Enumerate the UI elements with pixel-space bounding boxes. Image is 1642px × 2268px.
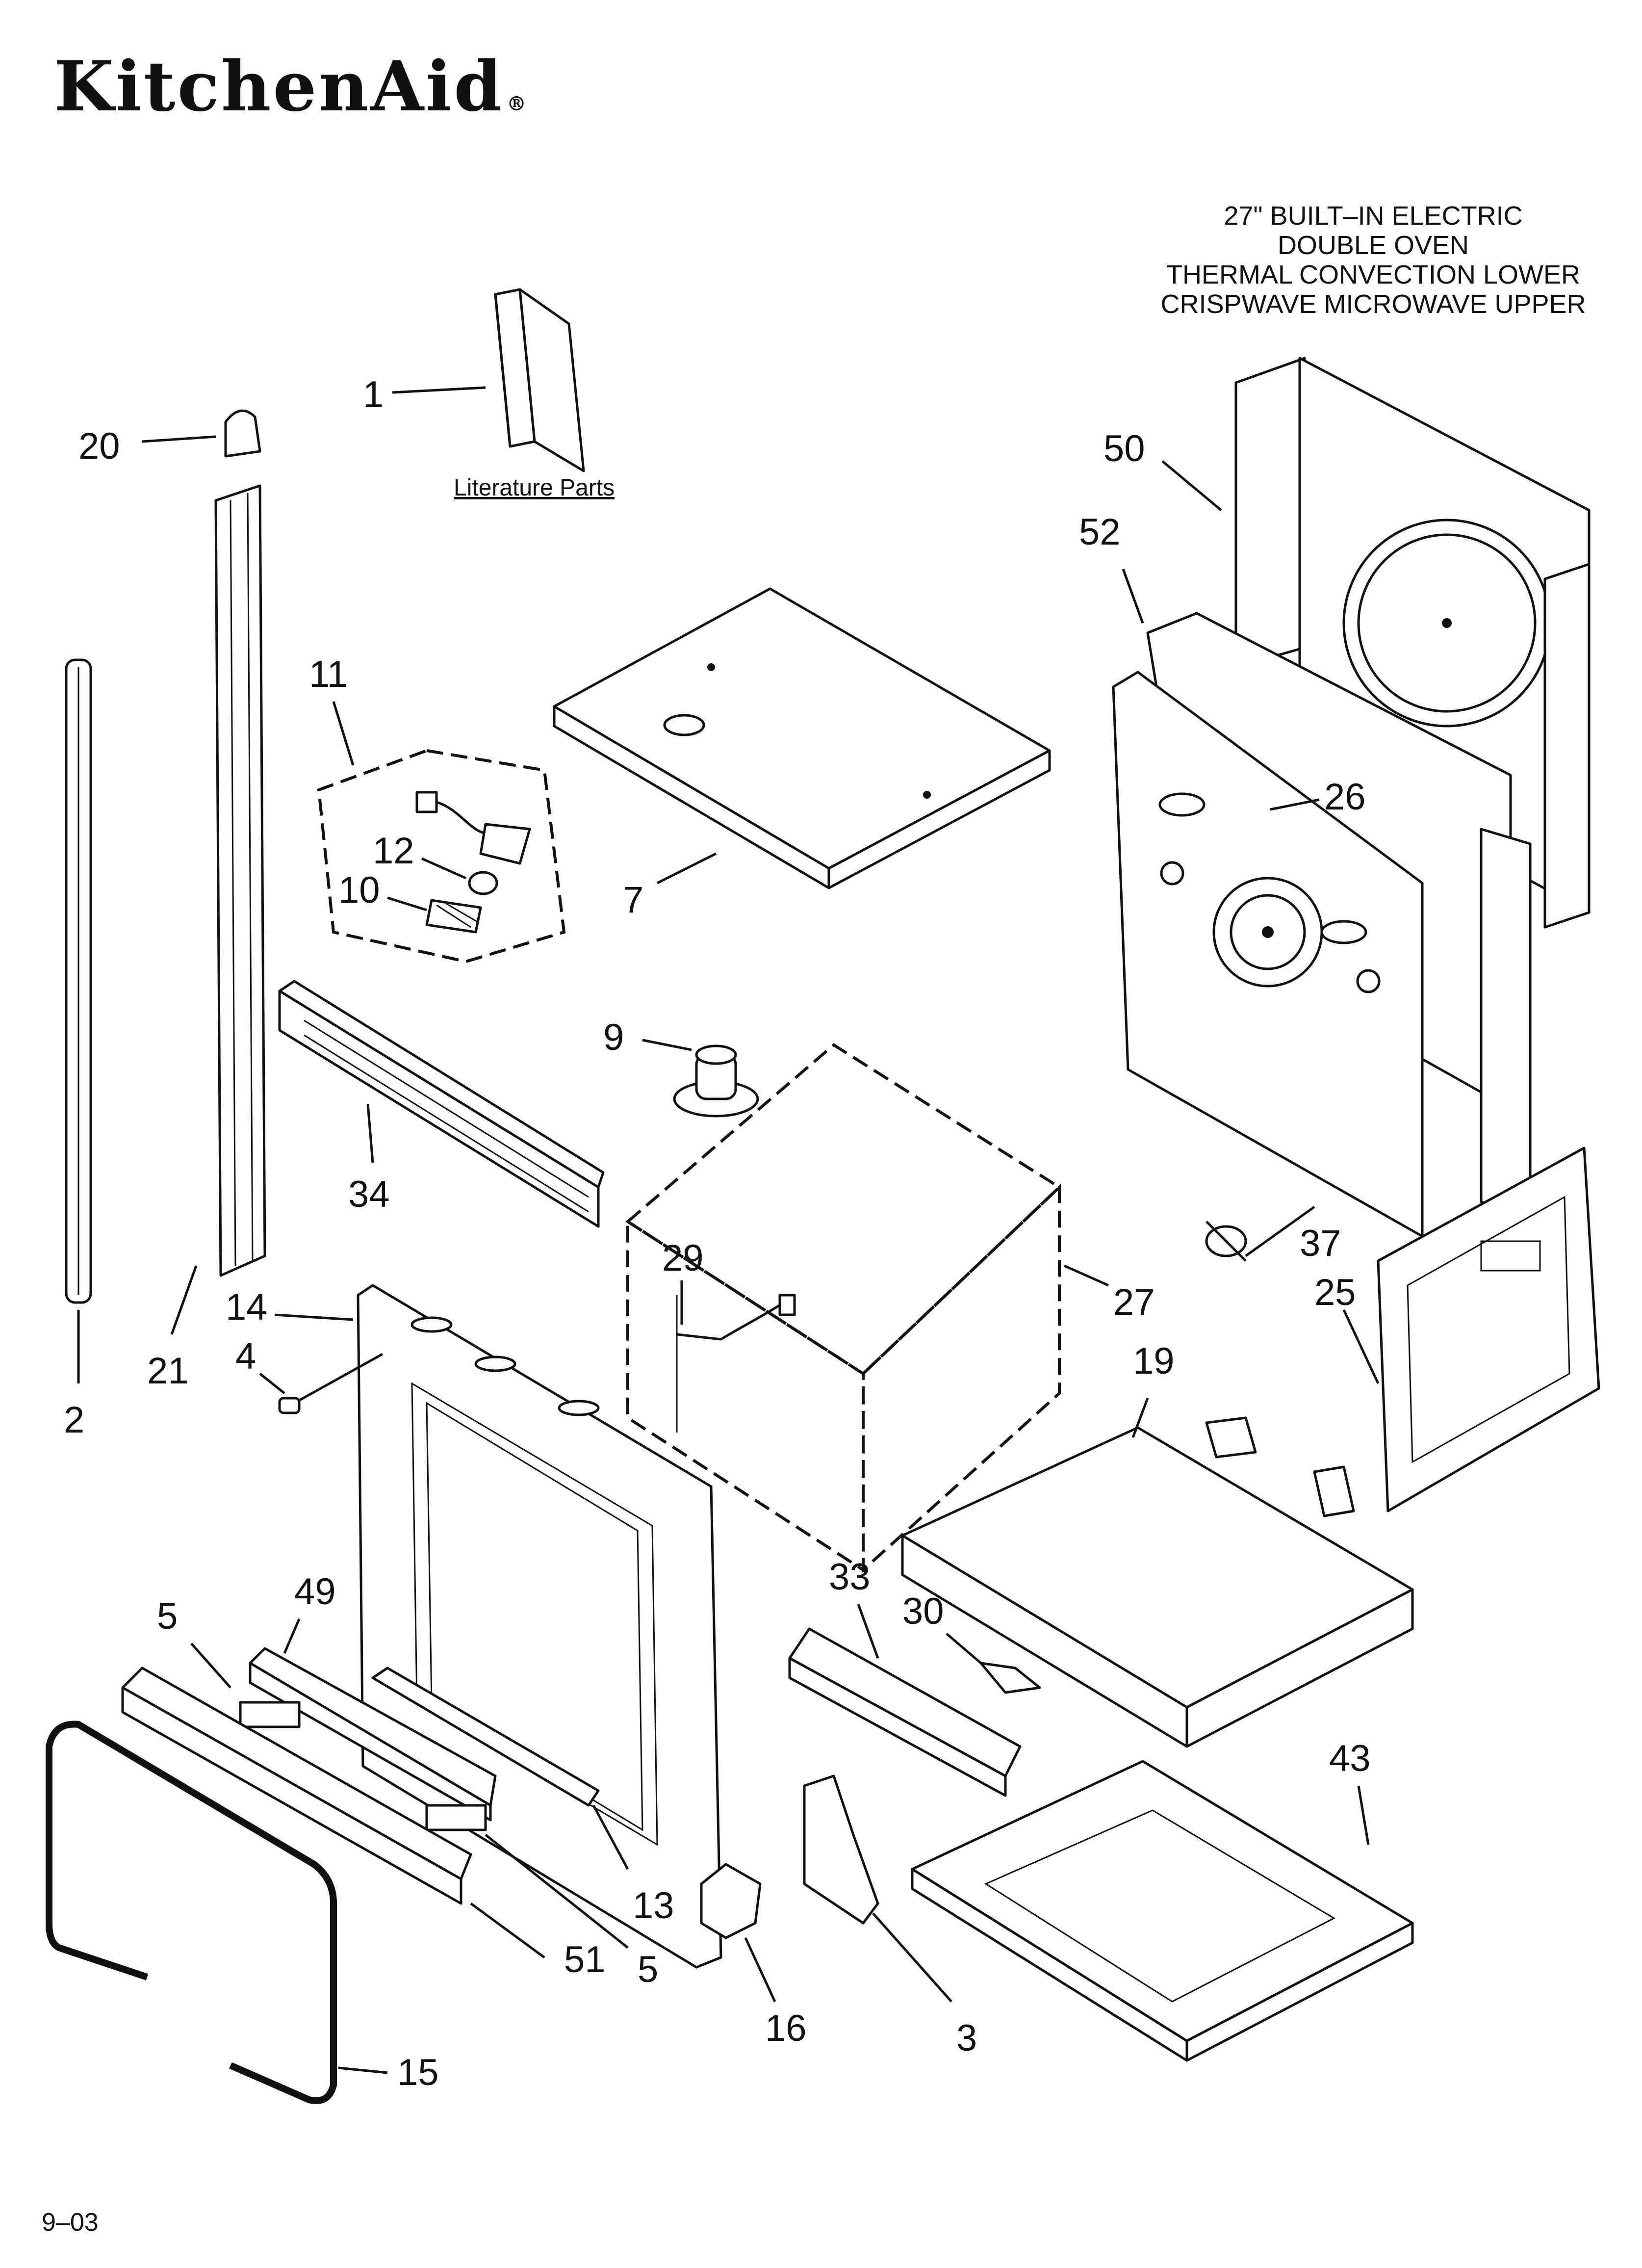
callout-26: 26 (1324, 776, 1366, 818)
part-11-light-assembly (317, 749, 566, 964)
callout-2: 2 (64, 1399, 84, 1441)
part-19-bottom-tray (901, 1416, 1414, 1748)
callout-21: 21 (147, 1350, 189, 1392)
leader-lines (77, 386, 1380, 2074)
callout-9: 9 (603, 1017, 624, 1058)
brand-logo: KitchenAid® (54, 47, 528, 127)
part-5-pad-lower (425, 1804, 487, 1831)
part-37-thermal-cutoff (1205, 1221, 1247, 1262)
literature-parts-label: Literature Parts (454, 475, 615, 501)
model-line-1: 27" BUILT–IN ELECTRIC (1224, 201, 1523, 231)
callout-4: 4 (235, 1335, 256, 1377)
part-34-vent-grille (278, 980, 605, 1228)
part-9-fan-motor (673, 1044, 759, 1118)
callout-20: 20 (78, 425, 120, 467)
callout-43: 43 (1329, 1738, 1371, 1779)
revision-code: 9–03 (42, 2208, 99, 2237)
callout-50: 50 (1103, 428, 1145, 469)
callout-13: 13 (633, 1885, 674, 1927)
callout-51: 51 (564, 1939, 606, 1981)
part-2-vertical-rod (65, 658, 92, 1304)
part-4-screw (278, 1353, 384, 1414)
callout-15: 15 (397, 2052, 439, 2093)
part-7-top-panel (553, 587, 1051, 889)
callout-19: 19 (1133, 1340, 1175, 1382)
part-26-convection-panel (1112, 671, 1532, 1238)
callout-52: 52 (1079, 511, 1121, 553)
part-5-pad-upper (239, 1701, 301, 1728)
callout-10: 10 (338, 869, 380, 911)
part-27-oven-cavity (625, 1043, 1062, 1573)
part-20-end-cap (224, 409, 261, 458)
callout-labels: 1 20 11 12 10 7 50 52 26 9 34 37 29 27 2… (64, 374, 1371, 2093)
part-13-strip (371, 1667, 600, 1807)
model-description: 27" BUILT–IN ELECTRIC DOUBLE OVEN THERMA… (1123, 201, 1623, 319)
part-3-mounting-bracket (803, 1774, 879, 1925)
callout-14: 14 (226, 1286, 267, 1328)
callout-16: 16 (765, 2007, 807, 2049)
part-21-side-trim (214, 484, 266, 1277)
callout-34: 34 (348, 1173, 390, 1215)
part-43-base-pan (911, 1760, 1414, 2062)
part-1-literature (494, 288, 585, 472)
part-15-door-gasket (46, 1721, 337, 2104)
part-12-bulb (468, 871, 498, 895)
part-16-hinge-bracket (700, 1863, 762, 1939)
callout-27: 27 (1113, 1281, 1155, 1323)
callout-3: 3 (956, 2017, 977, 2059)
callout-1: 1 (363, 374, 384, 416)
model-line-2: DOUBLE OVEN (1277, 231, 1469, 260)
callout-25: 25 (1314, 1272, 1356, 1313)
model-line-3: THERMAL CONVECTION LOWER (1166, 260, 1581, 289)
callout-33: 33 (829, 1556, 871, 1598)
callout-5-lower: 5 (638, 1949, 658, 1990)
part-51-lower-trim (121, 1667, 472, 1905)
callout-37: 37 (1300, 1223, 1341, 1264)
model-line-4: CRISPWAVE MICROWAVE UPPER (1160, 289, 1586, 319)
part-33-bracket (788, 1627, 1022, 1797)
part-49-insulation (249, 1647, 497, 1822)
callout-29: 29 (662, 1237, 704, 1279)
callout-49: 49 (294, 1571, 336, 1613)
registered-mark: ® (507, 92, 529, 115)
part-30-clip (979, 1662, 1041, 1694)
part-29-temperature-sensor (676, 1294, 796, 1341)
callout-7: 7 (623, 879, 643, 921)
callout-11: 11 (309, 653, 348, 695)
callout-12: 12 (373, 830, 414, 872)
part-25-side-panel (1377, 1147, 1600, 1512)
callout-5-upper: 5 (157, 1595, 178, 1637)
callout-30: 30 (902, 1590, 944, 1632)
brand-name: KitchenAid (54, 47, 504, 127)
